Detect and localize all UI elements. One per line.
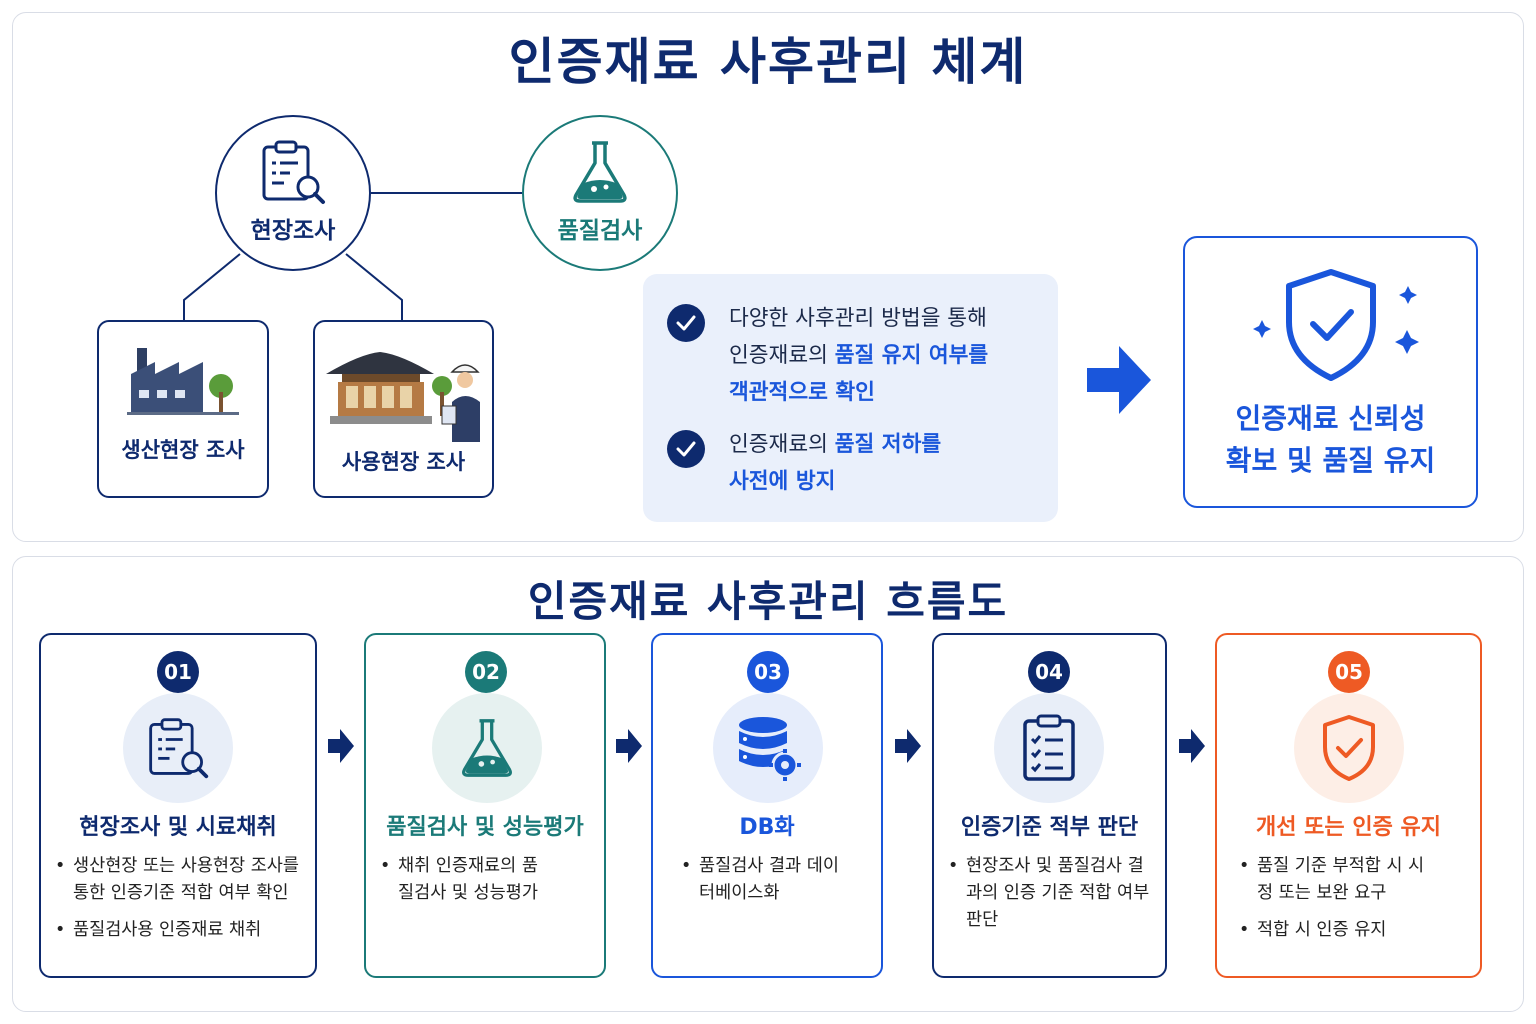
site-survey-node: 현장조사 [215,115,371,271]
info-item-2-line2: 사전에 방지 [729,469,836,494]
step-icon-bg [123,693,233,803]
hanok-inspector-icon [325,352,480,442]
step-number: 01 [157,651,199,693]
step-number: 02 [465,651,507,693]
step-title: 개선 또는 인증 유지 [1256,815,1441,840]
quality-test-node: 품질검사 [522,115,678,271]
arrow-right-icon [616,729,642,763]
step-icon-bg [432,693,542,803]
flow-step-2: 02 품질검사 및 성능평가 채취 인증재료의 품질검사 및 성능평가 [364,633,606,978]
arrow-right-icon [328,729,354,763]
flow-step-5: 05 개선 또는 인증 유지 품질 기준 부적합 시 시정 또는 보완 요구 적… [1215,633,1482,978]
step-bullets: 품질 기준 부적합 시 시정 또는 보완 요구 적합 시 인증 유지 [1239,853,1430,954]
database-gear-icon [739,717,801,781]
info-item-1-line1: 다양한 사후관리 방법을 통해 [729,306,987,331]
result-box: 인증재료 신뢰성 확보 및 품질 유지 [1183,236,1478,508]
usage-site-label: 사용현장 조사 [341,450,466,474]
info-item-1-line2b: 품질 유지 여부를 [834,343,989,368]
arrow-right-icon [1179,729,1205,763]
flow-step-3: 03 DB화 품질검사 결과 데이터베이스화 [651,633,883,978]
shield-check-icon [1323,715,1375,781]
info-box: 다양한 사후관리 방법을 통해 인증재료의 품질 유지 여부를 객관적으로 확인… [643,274,1058,522]
step-bullets: 채취 인증재료의 품질검사 및 성능평가 [380,853,554,917]
quality-test-label: 품질검사 [557,218,643,244]
connector-line [371,192,522,194]
clipboard-search-icon [262,140,325,204]
info-item-1-line3: 객관적으로 확인 [729,380,875,405]
step-icon-bg [1294,693,1404,803]
step-bullet: 품질검사 결과 데이터베이스화 [681,853,841,907]
step-title: 현장조사 및 시료채취 [79,815,277,840]
production-site-label: 생산현장 조사 [121,438,245,462]
step-icon-bg [994,693,1104,803]
step-bullet: 적합 시 인증 유지 [1239,917,1430,944]
step-icon-bg [713,693,823,803]
step-bullet: 품질검사용 인증재료 채취 [55,917,309,944]
step-title: 품질검사 및 성능평가 [386,815,584,840]
system-title: 인증재료 사후관리 체계 [508,33,1028,91]
info-item-2-line1b: 품질 저하를 [834,432,942,457]
usage-site-card: 사용현장 조사 [313,320,494,498]
result-line1: 인증재료 신뢰성 [1235,402,1426,435]
info-item-2: 인증재료의 품질 저하를 사전에 방지 [667,430,941,500]
step-bullet: 품질 기준 부적합 시 시정 또는 보완 요구 [1239,853,1430,907]
result-line2: 확보 및 품질 유지 [1225,444,1436,477]
info-item-1: 다양한 사후관리 방법을 통해 인증재료의 품질 유지 여부를 객관적으로 확인 [667,304,988,411]
step-number: 04 [1028,651,1070,693]
arrow-right-icon [895,729,921,763]
flow-step-4: 04 인증기준 적부 판단 현장조사 및 품질검사 결과의 인증 기준 적합 여… [932,633,1167,978]
factory-icon [127,348,239,415]
production-site-card: 생산현장 조사 [97,320,269,498]
check-icon [667,430,705,468]
step-number: 03 [747,651,789,693]
info-item-2-line1a: 인증재료의 [729,432,835,457]
step-bullets: 생산현장 또는 사용현장 조사를 통한 인증기준 적합 여부 확인 품질검사용 … [55,853,309,954]
check-icon [667,304,705,342]
flask-icon [462,719,512,777]
step-title: DB화 [739,815,795,840]
flask-icon [573,141,627,203]
step-bullet: 채취 인증재료의 품질검사 및 성능평가 [380,853,554,907]
step-bullet: 현장조사 및 품질검사 결과의 인증 기준 적합 여부 판단 [948,853,1159,934]
shield-check-icon [1253,269,1419,381]
site-survey-label: 현장조사 [250,218,336,244]
info-item-1-line2a: 인증재료의 [729,343,835,368]
clipboard-search-icon [149,718,209,779]
step-title: 인증기준 적부 판단 [960,815,1139,840]
flow-step-1: 01 현장조사 및 시료채취 생산현장 또는 사용현장 조사를 통한 인증기준 … [39,633,317,978]
arrow-right-icon [1087,346,1151,414]
checklist-icon [1023,714,1075,781]
step-number: 05 [1328,651,1370,693]
flow-title: 인증재료 사후관리 흐름도 [527,577,1009,626]
step-bullets: 현장조사 및 품질검사 결과의 인증 기준 적합 여부 판단 [948,853,1159,944]
step-bullets: 품질검사 결과 데이터베이스화 [681,853,841,917]
step-bullet: 생산현장 또는 사용현장 조사를 통한 인증기준 적합 여부 확인 [55,853,309,907]
